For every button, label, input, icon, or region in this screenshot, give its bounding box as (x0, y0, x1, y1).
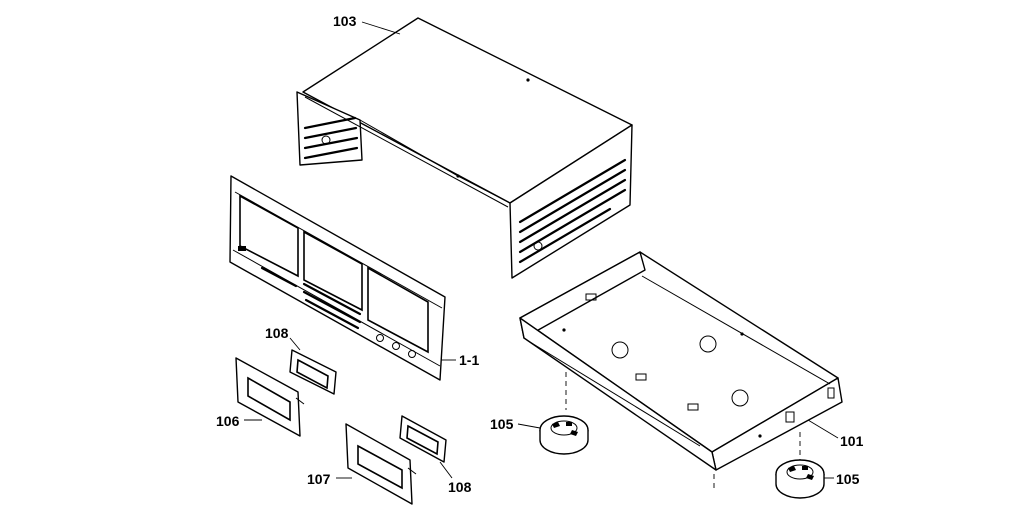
callout-bracket-108-top-label: 108 (265, 325, 289, 341)
center-window (303, 230, 363, 312)
callout-foot-right-label: 105 (836, 471, 860, 487)
front-panel-part (229, 175, 446, 381)
callout-leader-cover (361, 21, 401, 35)
callout-leader-bracket-108-top (289, 337, 301, 351)
callout-bracket-106-label: 106 (216, 413, 240, 429)
foot-right-part (775, 459, 825, 499)
callout-leader-bracket-108-bottom (439, 461, 453, 479)
callout-bracket-107-label: 107 (307, 471, 331, 487)
bracket-106-part (235, 357, 305, 437)
foot-left-part (539, 415, 589, 455)
callout-front-panel-label: 1-1 (459, 352, 479, 368)
callout-foot-left-label: 105 (490, 416, 514, 432)
bracket-108-top-part (289, 349, 337, 395)
bracket-108-bottom-part (399, 415, 447, 463)
callout-bracket-108-bottom-label: 108 (448, 479, 472, 495)
callout-leader-chassis (807, 419, 839, 439)
callout-leader-foot-left (517, 423, 541, 429)
chassis-part (519, 251, 843, 471)
right-window (367, 266, 429, 354)
left-window (239, 194, 299, 278)
callout-cover-label: 103 (333, 13, 357, 29)
bracket-107-part (345, 423, 417, 505)
top-cover-part (296, 17, 633, 279)
callout-chassis-label: 101 (840, 433, 864, 449)
